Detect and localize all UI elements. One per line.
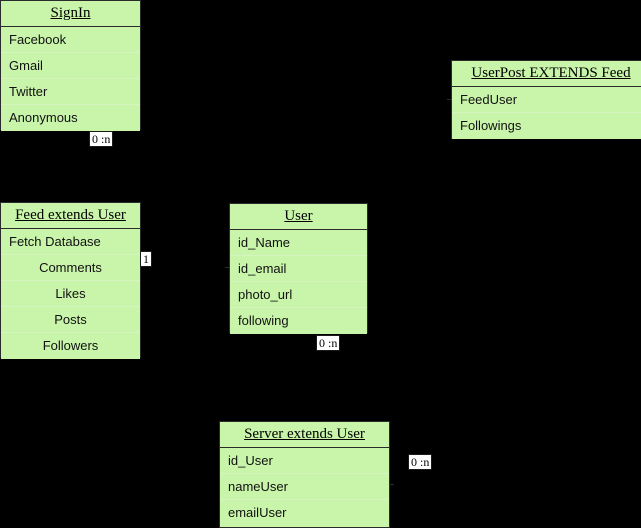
multiplicity-label-feed: 1 <box>140 251 152 267</box>
multiplicity-label-user: 0 :n <box>316 335 341 351</box>
uml-attribute: id_Name <box>230 230 367 256</box>
uml-attribute: nameUser <box>220 474 389 500</box>
uml-class-signin[interactable]: SignIn Facebook Gmail Twitter Anonymous <box>0 0 141 131</box>
uml-class-title: UserPost EXTENDS Feed <box>452 61 641 87</box>
uml-attribute: photo_url <box>230 282 367 308</box>
uml-attribute-list: FeedUser Followings <box>452 87 641 139</box>
uml-attribute: FeedUser <box>452 87 641 113</box>
connector-tick-userpost <box>447 99 452 100</box>
uml-attribute: id_email <box>230 256 367 282</box>
connector-tick-user <box>225 267 230 268</box>
uml-class-title: User <box>230 204 367 230</box>
uml-class-title: SignIn <box>1 1 140 27</box>
uml-class-server[interactable]: Server extends User id_User nameUser ema… <box>219 421 390 528</box>
uml-attribute: Followings <box>460 118 522 133</box>
uml-attribute: Likes <box>1 281 140 307</box>
uml-attribute: Posts <box>1 307 140 333</box>
uml-class-title: Feed extends User <box>1 203 140 229</box>
uml-class-feed[interactable]: Feed extends User Fetch Database Comment… <box>0 202 141 359</box>
uml-attribute: Gmail <box>1 53 140 79</box>
uml-attribute: following <box>238 313 289 328</box>
uml-attribute: Fetch Database <box>1 229 140 255</box>
uml-attribute: Comments <box>1 255 140 281</box>
uml-attribute: Anonymous <box>9 110 78 125</box>
uml-attribute: Facebook <box>1 27 140 53</box>
multiplicity-label-signin: 0 :n <box>89 131 114 147</box>
connector-tick-server <box>389 484 394 485</box>
uml-attribute-list: id_Name id_email photo_url following <box>230 230 367 334</box>
uml-attribute-list: Fetch Database Comments Likes Posts Foll… <box>1 229 140 359</box>
uml-class-title: Server extends User <box>220 422 389 448</box>
uml-attribute: Followers <box>42 338 99 353</box>
multiplicity-label-server: 0 :n <box>408 454 433 470</box>
uml-attribute-list: Facebook Gmail Twitter Anonymous <box>1 27 140 131</box>
uml-attribute-list: id_User nameUser emailUser <box>220 448 389 526</box>
uml-attribute: id_User <box>220 448 389 474</box>
uml-class-userpost[interactable]: UserPost EXTENDS Feed FeedUser Following… <box>451 60 641 139</box>
uml-attribute: Twitter <box>1 79 140 105</box>
uml-class-user[interactable]: User id_Name id_email photo_url followin… <box>229 203 368 334</box>
uml-attribute: emailUser <box>228 505 287 520</box>
